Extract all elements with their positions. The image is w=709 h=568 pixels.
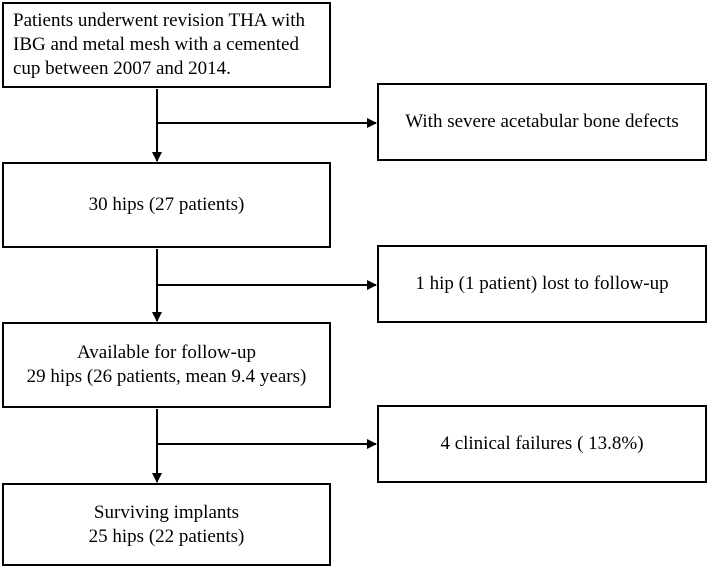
hips-total-text: 30 hips (27 patients) — [88, 194, 245, 215]
start-box-line-1: Patients underwent revision THA with — [13, 10, 306, 31]
hips-total-box: 30 hips (27 patients) — [2, 162, 331, 248]
clinical-failures-box: 4 clinical failures ( 13.8%) — [377, 405, 707, 483]
surviving-implants-box: Surviving implants 25 hips (22 patients) — [2, 483, 331, 566]
clinical-failures-text: 4 clinical failures ( 13.8%) — [440, 433, 644, 454]
lost-to-follow-up-box: 1 hip (1 patient) lost to follow-up — [377, 245, 707, 323]
lost-to-follow-up-text: 1 hip (1 patient) lost to follow-up — [415, 273, 669, 294]
surviving-line-1: Surviving implants — [93, 501, 240, 523]
follow-up-line-2: 29 hips (26 patients, mean 9.4 years) — [26, 366, 307, 387]
surviving-line-2: 25 hips (22 patients) — [88, 525, 245, 547]
follow-up-box: Available for follow-up 29 hips (26 pati… — [2, 322, 331, 408]
start-box-line-3: cup between 2007 and 2014. — [13, 58, 231, 79]
start-box-line-2: IBG and metal mesh with a cemented — [13, 34, 299, 55]
start-box: Patients underwent revision THA with IBG… — [2, 2, 331, 88]
criteria-text: With severe acetabular bone defects — [405, 111, 679, 132]
criteria-box: With severe acetabular bone defects — [377, 83, 707, 161]
follow-up-line-1: Available for follow-up — [76, 342, 257, 363]
